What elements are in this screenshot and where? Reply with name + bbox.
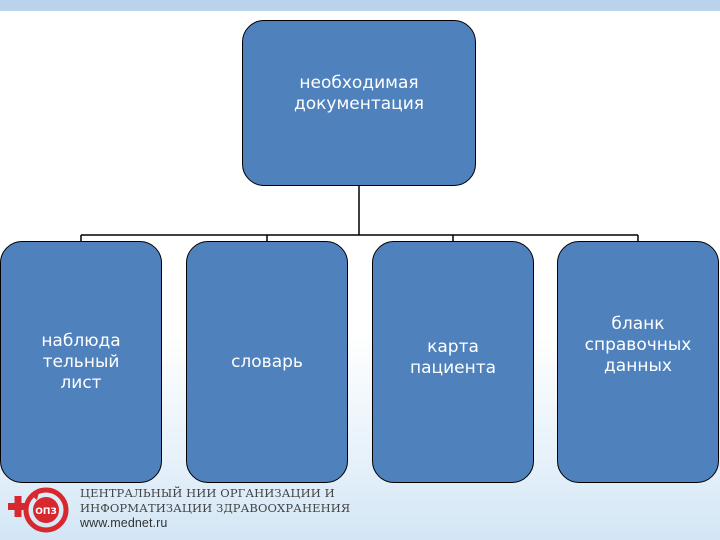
child-node-reference-form: бланк справочных данных: [557, 241, 719, 483]
org-name-line-2: ИНФОРМАТИЗАЦИИ ЗДРАВООХРАНЕНИЯ: [80, 501, 351, 515]
organization-name: ЦЕНТРАЛЬНЫЙ НИИ ОРГАНИЗАЦИИ И ИНФОРМАТИЗ…: [80, 486, 350, 531]
institute-logo-icon: ОПЗ: [8, 487, 69, 533]
org-name-line-1: ЦЕНТРАЛЬНЫЙ НИИ ОРГАНИЗАЦИИ И: [80, 486, 335, 500]
footer-branding: ОПЗ ЦЕНТРАЛЬНЫЙ НИИ ОРГАНИЗАЦИИ И ИНФОРМ…: [6, 484, 350, 536]
child-node-dictionary: словарь: [186, 241, 348, 483]
child-node-patient-card: карта пациента: [372, 241, 534, 483]
child-node-observation-sheet: наблюда тельный лист: [0, 241, 162, 483]
root-node: необходимая документация: [242, 20, 476, 186]
child-node-label: наблюда тельный лист: [41, 330, 121, 393]
top-accent-bar: [0, 0, 720, 11]
child-node-label: карта пациента: [409, 337, 497, 378]
child-node-label: словарь: [231, 351, 303, 372]
root-node-label: необходимая документация: [293, 73, 425, 114]
child-node-label: бланк справочных данных: [584, 313, 692, 376]
org-website-link[interactable]: www.mednet.ru: [80, 516, 168, 530]
logo-text: ОПЗ: [35, 507, 57, 517]
